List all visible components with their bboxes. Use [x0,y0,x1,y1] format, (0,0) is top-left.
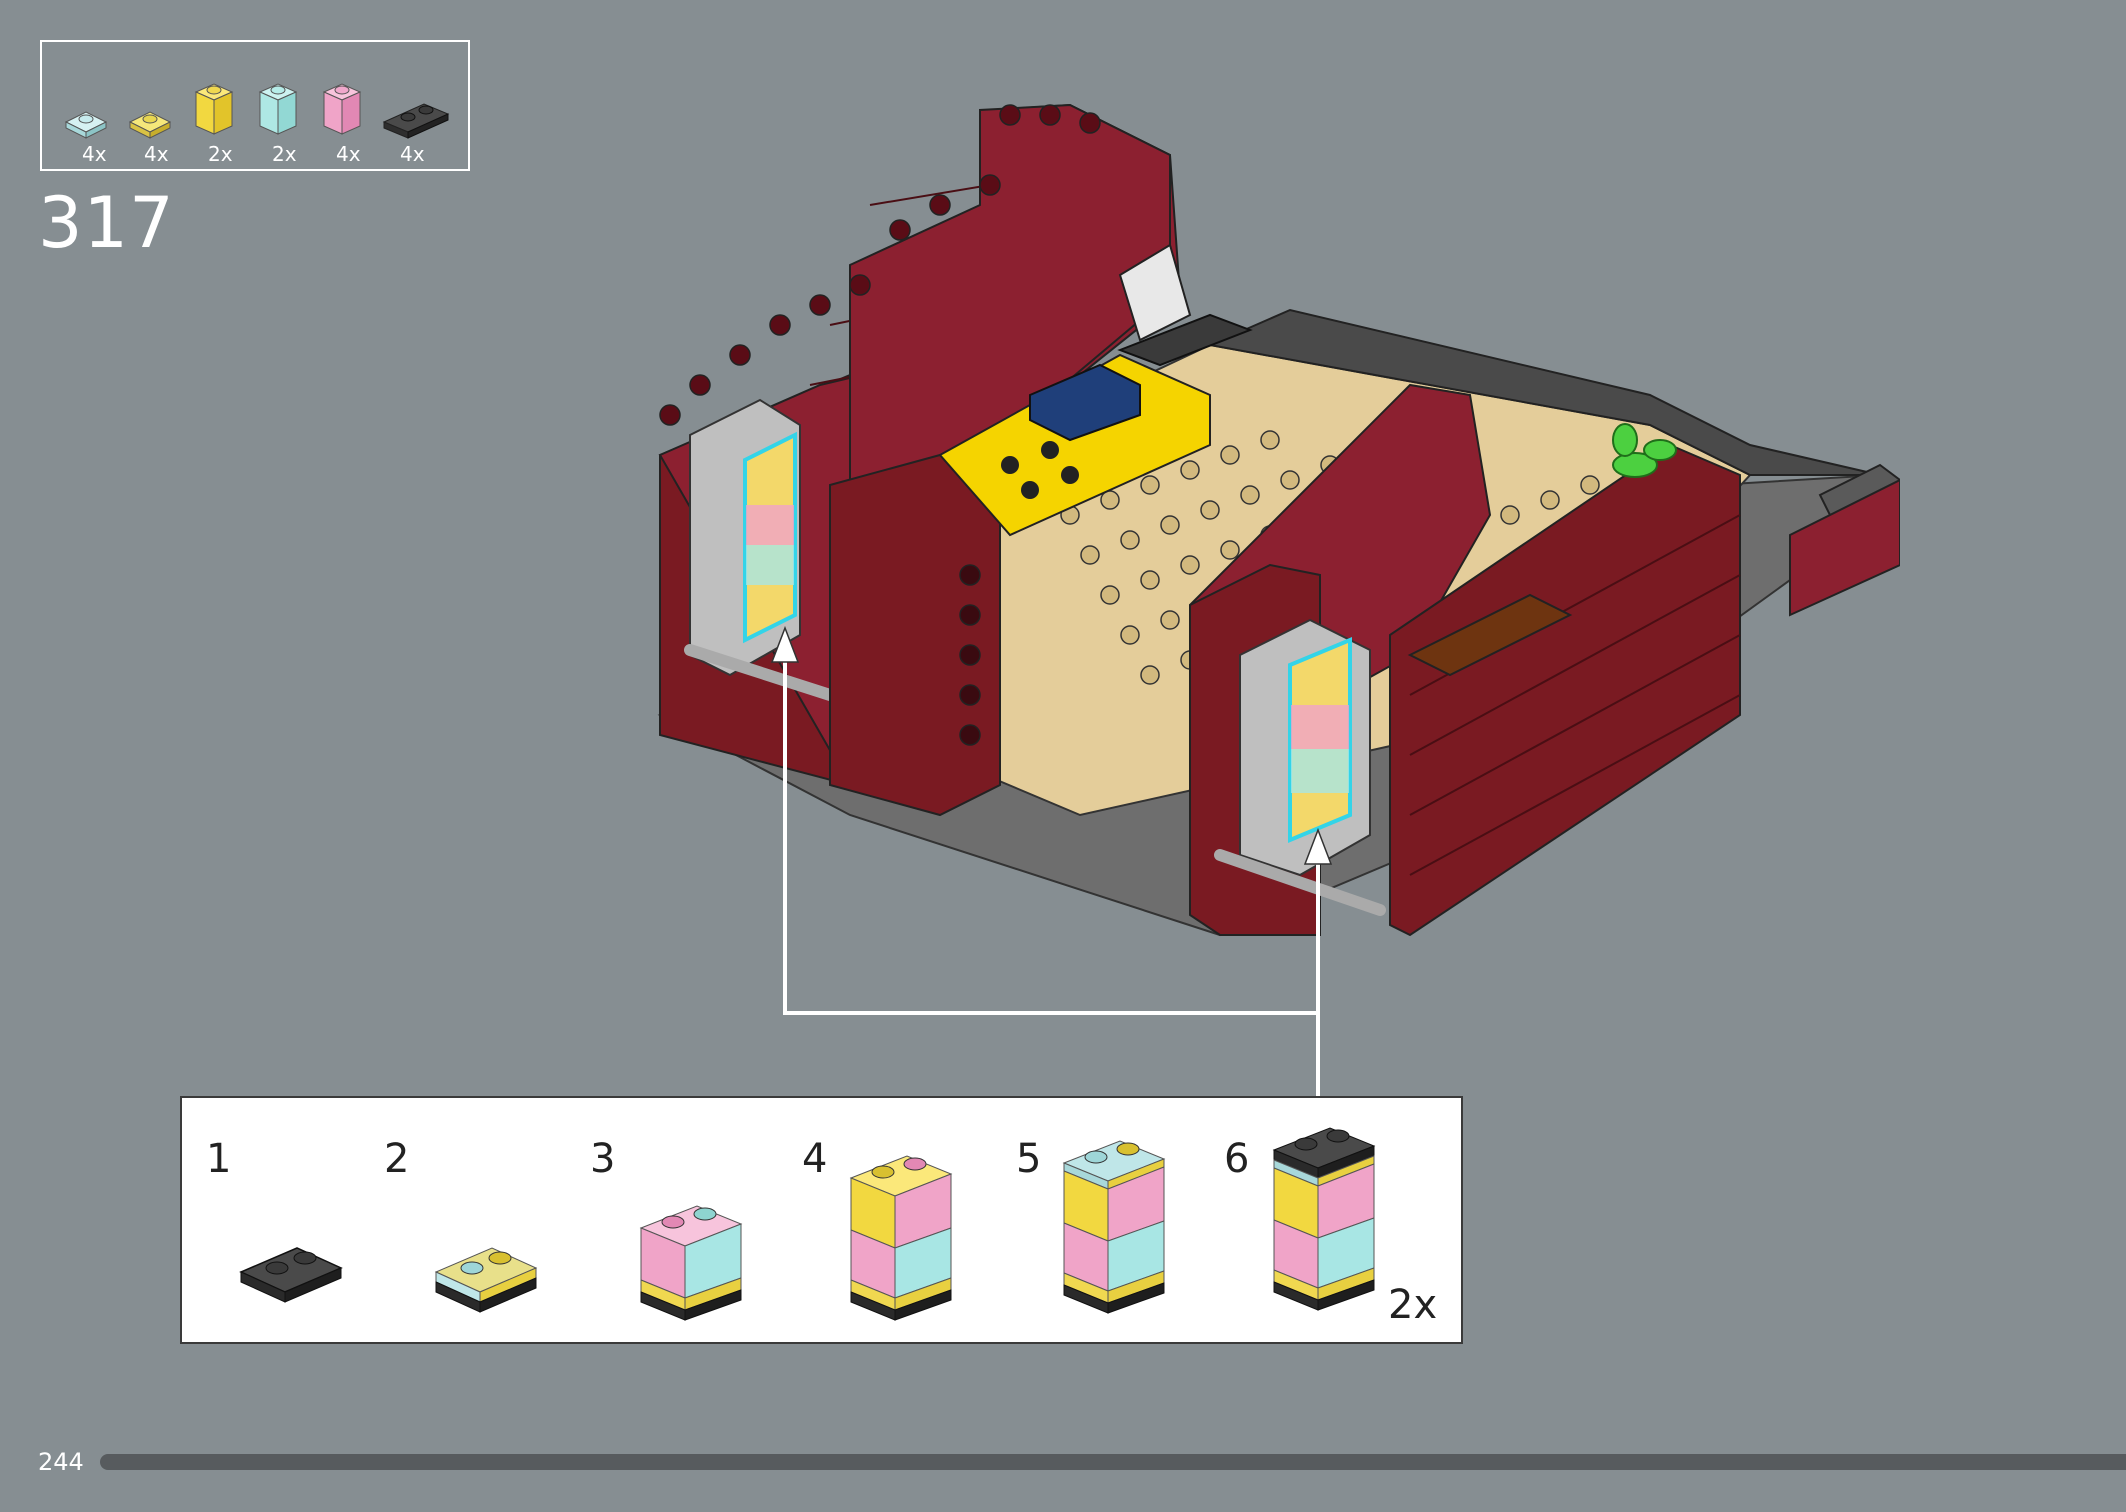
substep-label: 3 [590,1136,616,1182]
laptop-screen [1118,243,1192,342]
laptop-base [1117,313,1253,367]
model-illustration [657,103,1900,937]
trans-yellow-brick-icon [194,83,234,135]
part-qty: 4x [336,142,361,166]
middle-column [829,453,1001,817]
part-qty: 2x [208,142,233,166]
progress-bar [100,1454,2126,1470]
substep-label: 4 [802,1136,828,1182]
part-trans-light-blue-plate: 4x [60,64,122,166]
bed-studs [1001,441,1079,499]
part-qty: 4x [400,142,425,166]
wall-top-studs [659,104,1101,426]
substep-3-brick-assembly-icon [639,1205,743,1321]
part-qty: 4x [144,142,169,166]
substep-label: 1 [206,1136,232,1182]
substep-multiplier: 2x [1388,1282,1438,1328]
trans-light-blue-brick-icon [258,83,298,135]
blue-pillow [1029,363,1141,442]
back-grey-row [1206,308,1881,476]
part-black-plate: 4x [380,64,450,166]
substep-6-window-assembly-icon [1272,1127,1376,1311]
green-plant [1612,423,1677,478]
substep-1-black-plate-icon [239,1247,343,1303]
trans-pink-brick-icon [322,83,362,135]
substep-label: 5 [1016,1136,1042,1182]
black-plate-icon [382,103,450,139]
parts-list: 4x 4x 2x 2x [40,40,470,171]
part-trans-pink-brick: 4x [316,64,378,166]
substep-4-brick-assembly-icon [849,1155,953,1321]
substep-2-plate-assembly-icon [434,1247,538,1313]
part-qty: 2x [272,142,297,166]
brown-shelf [1407,593,1573,677]
part-trans-light-blue-brick: 2x [252,64,314,166]
page-number: 244 [38,1448,84,1476]
part-trans-yellow-plate: 4x [124,64,186,166]
red-end-block [1789,478,1900,617]
step-number: 317 [38,182,175,264]
trans-light-blue-plate-icon [64,111,108,139]
substep-label: 2 [384,1136,410,1182]
substep-label: 6 [1224,1136,1250,1182]
substep-panel: 1 2 3 4 5 6 [180,1096,1463,1344]
part-qty: 4x [82,142,107,166]
trans-yellow-plate-icon [128,111,172,139]
part-trans-yellow-brick: 2x [188,64,250,166]
substep-5-brick-assembly-icon [1062,1140,1166,1314]
